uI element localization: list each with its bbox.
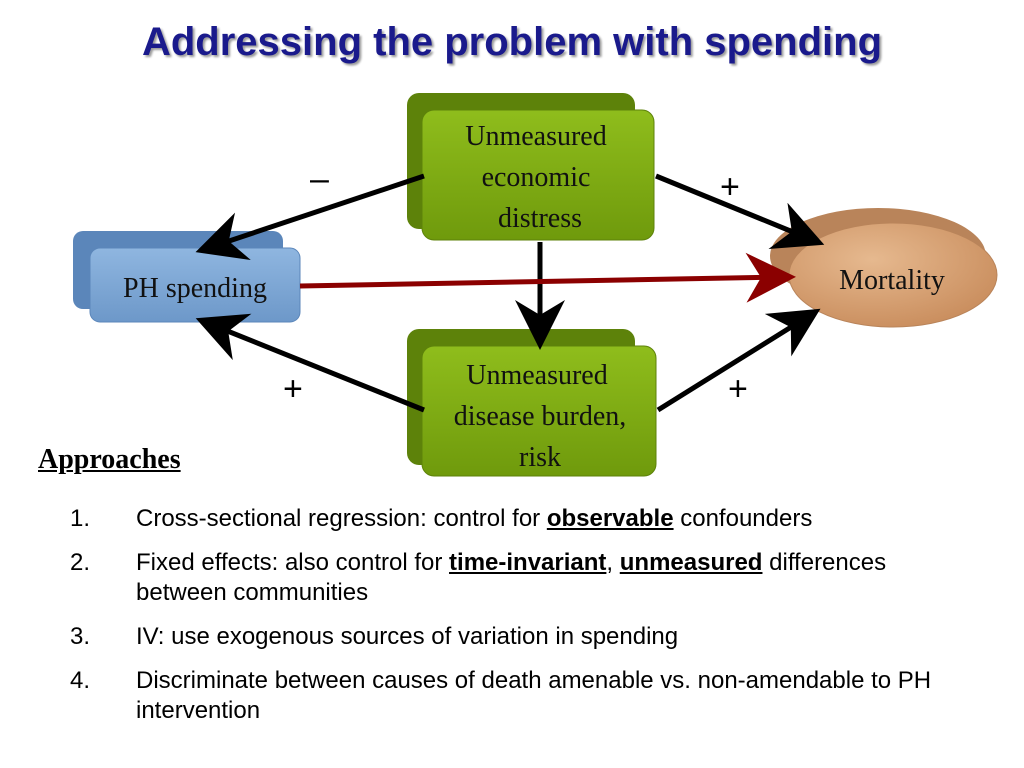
sign-disease-to-spending: + [283,370,303,408]
approach-2-tail: differences between communities [136,549,887,606]
approaches-list: 1. Cross-sectional regression: control f… [70,504,970,740]
approach-1-emphasis: observable [546,505,674,532]
arrow-economic-to-mortality [655,173,825,250]
economic-distress-line-3: distress [498,203,582,234]
sign-economic-to-spending: – [310,160,329,198]
node-disease-burden: Unmeasured disease burden, risk [407,329,657,477]
arrow-spending-to-mortality [299,252,796,303]
economic-distress-line-1: Unmeasured [465,121,607,152]
ph-spending-label: PH spending [123,273,267,304]
sign-disease-to-mortality: + [728,370,748,408]
approach-1-tail: confounders [673,505,813,532]
node-economic-distress: Unmeasured economic distress [407,93,655,241]
list-number: 2. [70,549,91,576]
sign-economic-to-mortality: + [720,168,740,206]
node-mortality: Mortality [770,208,998,328]
arrow-disease-to-mortality [656,308,821,413]
list-item: 2. Fixed effects: also control for time-… [70,548,970,608]
approach-2-emphasis-1: time-invariant [449,549,607,576]
approach-3-text: IV: use exogenous sources of variation i… [136,623,679,650]
list-item: 3. IV: use exogenous sources of variatio… [70,622,970,652]
list-item: 4. Discriminate between causes of death … [70,666,970,726]
approach-2-separator: , [606,549,620,576]
node-ph-spending: PH spending [73,231,301,323]
arrow-economic-to-spending [195,173,425,261]
approach-2-text: Fixed effects: also control for [136,549,450,576]
disease-burden-line-1: Unmeasured [466,360,608,391]
approach-4-text: Discriminate between causes of death ame… [136,667,932,724]
arrow-disease-to-spending [195,313,425,413]
list-number: 3. [70,623,91,650]
disease-burden-line-3: risk [519,442,561,473]
list-number: 4. [70,667,91,694]
approaches-heading: Approaches [38,444,181,475]
approach-1-text: Cross-sectional regression: control for [136,505,547,532]
economic-distress-line-2: economic [482,162,591,193]
mortality-label: Mortality [839,265,945,296]
slide-title: Addressing the problem with spending [141,20,883,64]
disease-burden-line-2: disease burden, [454,401,627,432]
list-number: 1. [70,505,91,532]
approach-2-emphasis-2: unmeasured [619,549,763,576]
list-item: 1. Cross-sectional regression: control f… [70,504,970,534]
